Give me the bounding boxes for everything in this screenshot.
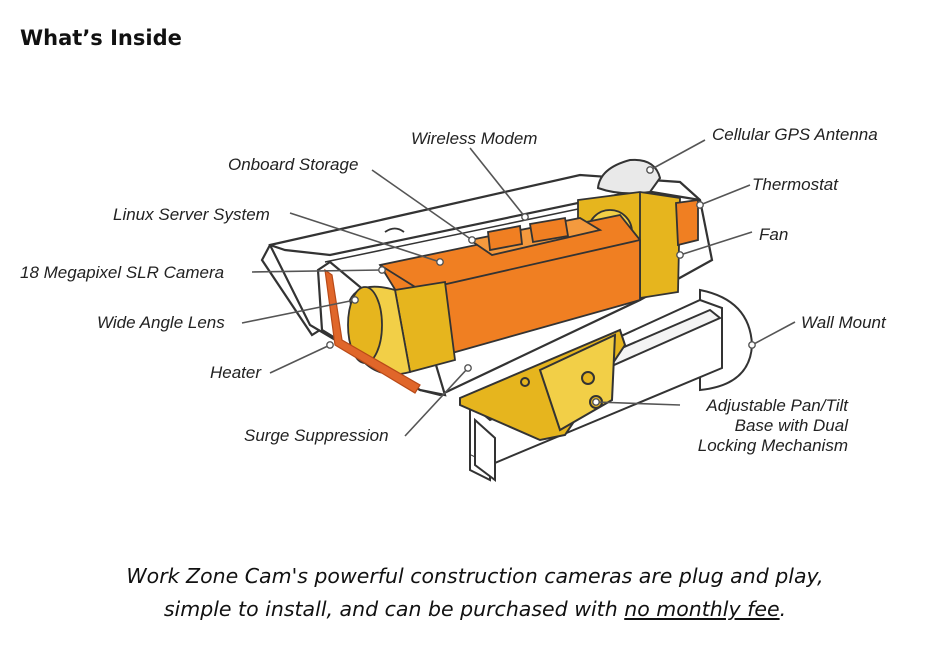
label-pan-tilt-line-1: Adjustable Pan/Tilt	[706, 396, 848, 415]
label-onboard-storage: Onboard Storage	[228, 155, 359, 174]
label-wireless-modem: Wireless Modem	[411, 129, 538, 148]
caption-line-2: simple to install, and can be purchased …	[0, 593, 950, 626]
label-pan-tilt-base: Adjustable Pan/Tilt Base with Dual Locki…	[672, 396, 848, 456]
label-fan: Fan	[759, 225, 789, 244]
label-linux-server-system: Linux Server System	[113, 205, 270, 224]
caption-no-monthly-fee: no monthly fee	[624, 597, 780, 621]
caption-line-1: Work Zone Cam's powerful construction ca…	[126, 564, 824, 588]
leader-lines	[241, 139, 796, 437]
gps-antenna	[596, 158, 662, 195]
caption: Work Zone Cam's powerful construction ca…	[0, 560, 950, 626]
label-surge-suppression: Surge Suppression	[244, 426, 389, 445]
label-pan-tilt-line-3: Locking Mechanism	[697, 436, 848, 455]
label-cellular-gps-antenna: Cellular GPS Antenna	[712, 125, 878, 144]
label-wide-angle-lens: Wide Angle Lens	[97, 313, 225, 332]
label-heater: Heater	[210, 363, 262, 382]
label-wall-mount: Wall Mount	[801, 313, 886, 332]
label-thermostat: Thermostat	[752, 175, 838, 194]
caption-line-2-start: simple to install, and can be purchased …	[163, 597, 625, 621]
label-pan-tilt-line-2: Base with Dual	[734, 416, 848, 435]
page-title: What’s Inside	[20, 26, 182, 50]
leader-dots	[326, 166, 756, 406]
heater-element	[324, 268, 421, 394]
vent-detail	[384, 227, 405, 233]
camera-and-lens	[347, 280, 456, 376]
label-slr-camera: 18 Megapixel SLR Camera	[20, 263, 225, 282]
caption-line-2-end: .	[779, 597, 787, 621]
